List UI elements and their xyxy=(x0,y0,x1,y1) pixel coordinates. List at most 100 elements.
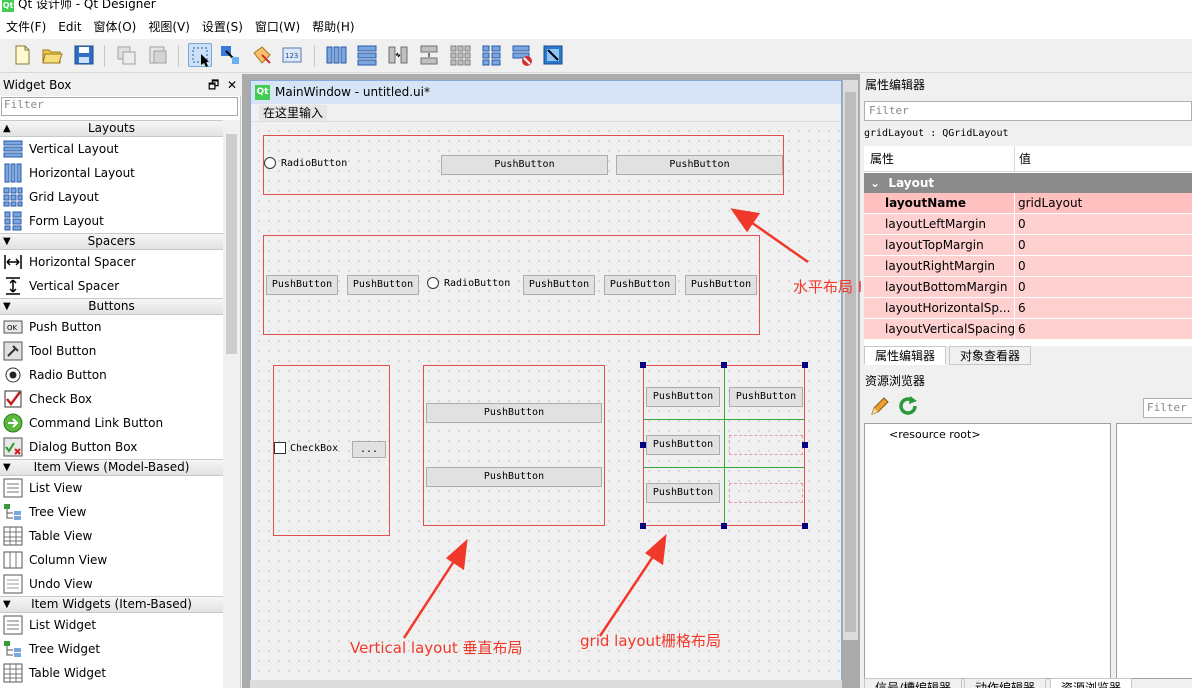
edit-buddies-icon[interactable] xyxy=(250,43,274,67)
edit-widgets-icon[interactable] xyxy=(188,43,212,67)
reload-resources-button[interactable] xyxy=(897,395,919,420)
horizontal-layout-1[interactable]: RadioButton PushButton PushButton xyxy=(263,135,784,195)
widget-filter-input[interactable]: Filter xyxy=(1,97,238,116)
push-button[interactable]: PushButton xyxy=(646,435,720,455)
layout-horizontal-icon[interactable] xyxy=(324,43,348,67)
selection-handle[interactable] xyxy=(802,362,808,368)
category-spacers[interactable]: ▼Spacers xyxy=(0,233,223,250)
type-here-menu-item[interactable]: 在这里输入 xyxy=(259,105,328,121)
layout-vertical-icon[interactable] xyxy=(355,43,379,67)
new-file-icon[interactable] xyxy=(10,43,34,67)
widget-item-radio-button[interactable]: Radio Button xyxy=(0,363,223,387)
float-icon[interactable]: 🗗 xyxy=(208,78,220,92)
scrollbar-thumb[interactable] xyxy=(226,134,237,354)
check-box[interactable]: CheckBox xyxy=(274,442,338,456)
widget-item-vertical-spacer[interactable]: Vertical Spacer xyxy=(0,274,223,298)
push-button[interactable]: PushButton xyxy=(646,387,720,407)
tab-signal-slot-editor[interactable]: 信号/槽编辑器 xyxy=(864,678,963,688)
form-vertical-scrollbar[interactable] xyxy=(843,80,858,640)
widget-item-table-view[interactable]: Table View xyxy=(0,524,223,548)
menu-settings[interactable]: 设置(S) xyxy=(201,20,243,34)
push-button[interactable]: PushButton xyxy=(426,403,602,423)
form-horizontal-scrollbar[interactable] xyxy=(250,680,842,688)
selection-handle[interactable] xyxy=(721,362,727,368)
column-header-property[interactable]: 属性 xyxy=(864,146,1015,172)
resource-filter-input[interactable]: Filter xyxy=(1143,398,1192,418)
widget-item-horizontal-layout[interactable]: Horizontal Layout xyxy=(0,161,223,185)
scrollbar-thumb[interactable] xyxy=(845,92,856,632)
widget-item-command-link-button[interactable]: Command Link Button xyxy=(0,411,223,435)
widget-item-dialog-button-box[interactable]: Dialog Button Box xyxy=(0,435,223,459)
widget-item-grid-layout[interactable]: Grid Layout xyxy=(0,185,223,209)
category-item-views[interactable]: ▼Item Views (Model-Based) xyxy=(0,459,223,476)
edit-signals-icon[interactable] xyxy=(218,43,242,67)
category-buttons[interactable]: ▼Buttons xyxy=(0,298,223,315)
selection-handle[interactable] xyxy=(802,442,808,448)
push-button[interactable]: PushButton xyxy=(266,275,338,295)
selection-handle[interactable] xyxy=(802,523,808,529)
menu-window[interactable]: 窗口(W) xyxy=(254,20,301,34)
widget-item-undo-view[interactable]: Undo View xyxy=(0,572,223,596)
layout-form-icon[interactable] xyxy=(479,43,503,67)
widget-box-scrollbar[interactable] xyxy=(223,120,240,688)
radio-button[interactable]: RadioButton xyxy=(427,277,510,291)
layout-grid-icon[interactable] xyxy=(448,43,472,67)
radio-button[interactable]: RadioButton xyxy=(264,157,347,171)
break-layout-icon[interactable] xyxy=(510,43,534,67)
tool-button[interactable]: ... xyxy=(352,441,386,458)
widget-item-horizontal-spacer[interactable]: Horizontal Spacer xyxy=(0,250,223,274)
tab-object-inspector[interactable]: 对象查看器 xyxy=(949,346,1032,365)
close-icon[interactable]: ✕ xyxy=(226,78,237,92)
push-button[interactable]: PushButton xyxy=(441,155,608,175)
selection-handle[interactable] xyxy=(721,523,727,529)
selection-handle[interactable] xyxy=(640,442,646,448)
widget-item-tool-button[interactable]: Tool Button xyxy=(0,339,223,363)
resource-tree[interactable]: <resource root> xyxy=(864,423,1111,679)
widget-item-push-button[interactable]: OK Push Button xyxy=(0,315,223,339)
widget-item-table-widget[interactable]: Table Widget xyxy=(0,661,223,685)
form-title-bar[interactable]: Qt MainWindow - untitled.ui* xyxy=(251,81,841,104)
widget-item-tree-view[interactable]: Tree View xyxy=(0,500,223,524)
menu-form[interactable]: 窗体(O) xyxy=(93,20,137,34)
horizontal-layout-2[interactable]: PushButton PushButton RadioButton PushBu… xyxy=(263,235,760,335)
menu-help[interactable]: 帮助(H) xyxy=(312,20,355,34)
resource-file-list[interactable] xyxy=(1116,423,1192,679)
push-button[interactable]: PushButton xyxy=(523,275,595,295)
save-icon[interactable] xyxy=(72,43,96,67)
edit-resources-button[interactable] xyxy=(869,395,891,420)
property-row[interactable]: layoutHorizontalSp...6 xyxy=(864,298,1192,319)
open-folder-icon[interactable] xyxy=(40,43,64,67)
widget-item-vertical-layout[interactable]: Vertical Layout xyxy=(0,137,223,161)
resource-root-item[interactable]: <resource root> xyxy=(889,428,981,441)
push-button[interactable]: PushButton xyxy=(347,275,419,295)
push-button[interactable]: PushButton xyxy=(616,155,783,175)
widget-item-list-view[interactable]: List View xyxy=(0,476,223,500)
widget-item-form-layout[interactable]: Form Layout xyxy=(0,209,223,233)
push-button[interactable]: PushButton xyxy=(685,275,757,295)
copy-icon[interactable] xyxy=(114,43,138,67)
push-button[interactable]: PushButton xyxy=(729,387,803,407)
push-button[interactable]: PushButton xyxy=(646,483,720,503)
tab-property-editor[interactable]: 属性编辑器 xyxy=(864,346,947,365)
edit-tab-order-icon[interactable]: 123 xyxy=(280,43,304,67)
selection-handle[interactable] xyxy=(640,523,646,529)
selection-handle[interactable] xyxy=(640,362,646,368)
property-group-layout[interactable]: ⌄ Layout xyxy=(864,173,1192,193)
tab-action-editor[interactable]: 动作编辑器 xyxy=(964,678,1047,688)
adjust-size-icon[interactable] xyxy=(541,43,565,67)
tab-resource-browser[interactable]: 资源浏览器 xyxy=(1050,678,1133,688)
category-layouts[interactable]: ▲Layouts xyxy=(0,120,223,137)
column-header-value[interactable]: 值 xyxy=(1015,146,1192,172)
menu-file[interactable]: 文件(F) xyxy=(6,20,47,34)
push-button[interactable]: PushButton xyxy=(604,275,676,295)
push-button[interactable]: PushButton xyxy=(426,467,602,487)
property-filter-input[interactable]: Filter xyxy=(864,101,1192,121)
menu-edit[interactable]: Edit xyxy=(58,19,82,34)
widget-item-check-box[interactable]: Check Box xyxy=(0,387,223,411)
paste-icon[interactable] xyxy=(145,43,169,67)
widget-item-column-view[interactable]: Column View xyxy=(0,548,223,572)
